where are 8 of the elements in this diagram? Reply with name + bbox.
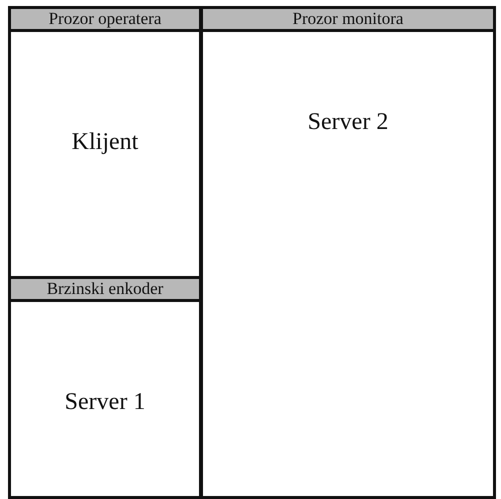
panel-label: Server 1: [64, 389, 146, 416]
window-panel: [8, 276, 202, 499]
panel-label: Klijent: [72, 129, 138, 156]
window-panel: [200, 6, 496, 499]
window-title-bar: Brzinski enkoder: [11, 279, 199, 302]
panel-label: Server 2: [308, 109, 388, 136]
window-title-bar: Prozor monitora: [203, 9, 493, 32]
window-title-bar: Prozor operatera: [11, 9, 199, 32]
